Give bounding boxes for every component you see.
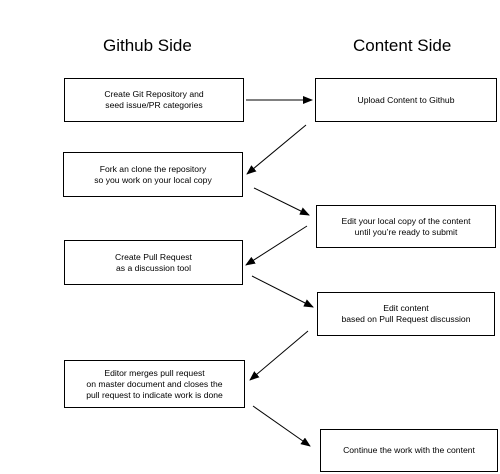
- box-continue-work: Continue the work with the content: [320, 429, 498, 472]
- box-upload-content: Upload Content to Github: [315, 78, 497, 122]
- box-upload-content-text: Upload Content to Github: [357, 94, 455, 105]
- arrow-pr-to-edit-content: [251, 275, 314, 308]
- content-side-header: Content Side: [353, 36, 452, 55]
- box-continue-work-text: Continue the work with the content: [343, 445, 475, 455]
- arrow-merge-to-continue: [252, 405, 311, 447]
- arrow-edit-content-to-merge: [249, 330, 309, 381]
- github-side-header: Github Side: [103, 36, 192, 55]
- arrow-upload-to-fork: [246, 124, 307, 175]
- arrow-edit-local-to-pr: [245, 225, 308, 266]
- arrow-fork-to-edit-local: [253, 187, 310, 216]
